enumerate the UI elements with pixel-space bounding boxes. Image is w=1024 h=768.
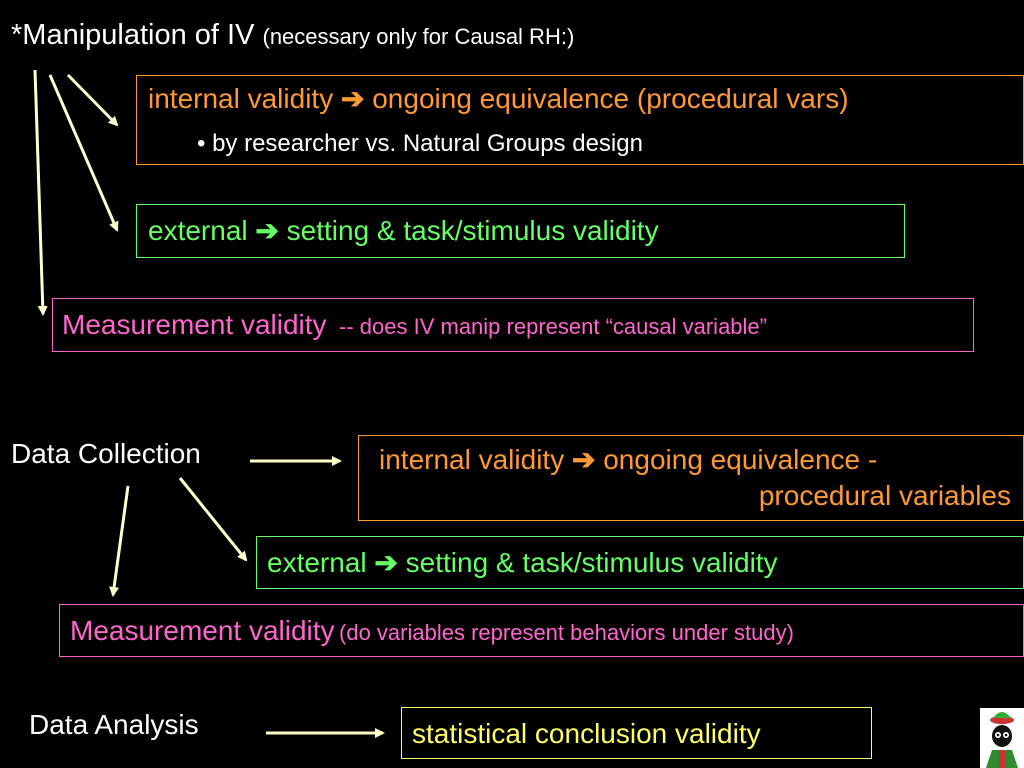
iv-internal-label: internal validity	[148, 83, 334, 114]
statistical-conclusion-text: statistical conclusion validity	[412, 718, 761, 749]
iv-measurement-validity-box: Measurement validity -- does IV manip re…	[52, 298, 974, 352]
dc-external-validity-box: external ➔ setting & task/stimulus valid…	[256, 536, 1024, 589]
statistical-conclusion-box: statistical conclusion validity	[401, 707, 872, 759]
arrow-to-dc-external	[178, 477, 248, 562]
arrow-to-iv-measurement	[33, 69, 48, 316]
dc-measurement-label: Measurement validity	[70, 615, 335, 646]
dc-internal-line1: internal validity ➔ ongoing equivalence …	[379, 443, 877, 477]
data-analysis-label: Data Analysis	[29, 709, 199, 740]
arrow-to-iv-external	[48, 74, 119, 232]
iv-external-line: external ➔ setting & task/stimulus valid…	[148, 214, 659, 248]
iv-internal-validity-box: internal validity ➔ ongoing equivalence …	[136, 75, 1024, 165]
iv-measurement-detail: -- does IV manip represent “causal varia…	[339, 314, 767, 339]
dc-measurement-line: Measurement validity (do variables repre…	[70, 614, 794, 648]
dc-external-text: setting & task/stimulus validity	[405, 547, 778, 578]
iv-internal-subtext: by researcher vs. Natural Groups design	[212, 130, 643, 157]
dc-external-line: external ➔ setting & task/stimulus valid…	[267, 546, 778, 580]
iv-internal-line: internal validity ➔ ongoing equivalence …	[148, 82, 849, 116]
iv-internal-text: ongoing equivalence (procedural vars)	[372, 83, 849, 114]
iv-measurement-line: Measurement validity -- does IV manip re…	[62, 308, 767, 342]
arrow-to-dc-measurement	[109, 485, 130, 597]
dc-internal-text-line1: ongoing equivalence -	[603, 444, 878, 475]
iv-external-text: setting & task/stimulus validity	[286, 215, 659, 246]
right-arrow-icon: ➔	[571, 444, 596, 475]
dc-internal-validity-box: internal validity ➔ ongoing equivalence …	[358, 435, 1024, 521]
arrow-to-iv-internal	[66, 73, 119, 127]
dc-external-label: external	[267, 547, 367, 578]
title-main: *Manipulation of IV	[11, 19, 255, 51]
dc-internal-label: internal validity	[379, 444, 565, 475]
iv-measurement-label: Measurement validity	[62, 309, 327, 340]
iv-external-validity-box: external ➔ setting & task/stimulus valid…	[136, 204, 905, 258]
iv-internal-subline: • by researcher vs. Natural Groups desig…	[197, 129, 643, 159]
data-collection-label: Data Collection	[11, 438, 201, 469]
dc-measurement-validity-box: Measurement validity (do variables repre…	[59, 604, 1024, 657]
right-arrow-icon: ➔	[340, 83, 365, 114]
right-arrow-icon: ➔	[255, 215, 279, 246]
bullet-icon: •	[197, 130, 206, 157]
slide-title: *Manipulation of IV (necessary only for …	[11, 17, 574, 55]
right-arrow-icon: ➔	[374, 547, 398, 578]
dc-internal-text-line2: procedural variables	[758, 480, 1011, 511]
iv-external-label: external	[148, 215, 248, 246]
title-parenthetical: (necessary only for Causal RH:)	[262, 24, 575, 49]
cartoon-character-logo	[980, 708, 1024, 768]
dc-measurement-detail: (do variables represent behaviors under …	[339, 620, 794, 645]
